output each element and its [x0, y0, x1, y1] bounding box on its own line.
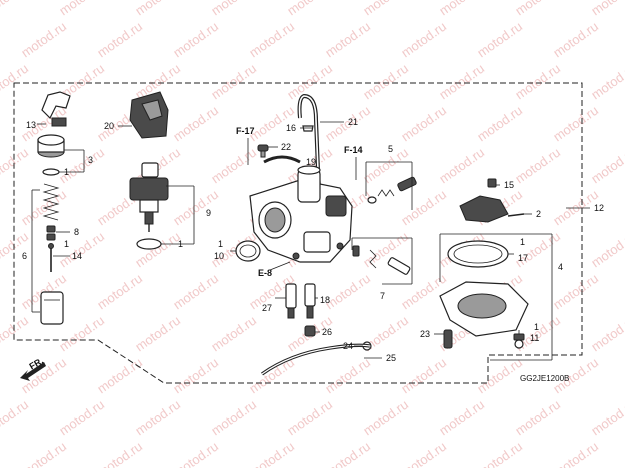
throttle-valve-6	[40, 291, 64, 325]
part-label-20: 20	[104, 121, 114, 131]
front-direction-arrow: FR.	[20, 356, 46, 381]
section-ref-f14: F-14	[344, 145, 363, 155]
top-cap-3	[37, 134, 65, 158]
part-label-3: 3	[88, 155, 93, 165]
part-label-21: 21	[348, 117, 358, 127]
part-label-1-carb: 1	[218, 239, 223, 249]
jet-needle-14	[48, 243, 54, 272]
tube-21	[297, 93, 322, 211]
part-label-12: 12	[594, 203, 604, 213]
part-label-16: 16	[286, 123, 296, 133]
part-label-1-bottom: 1	[534, 322, 539, 332]
part-label-23: 23	[420, 329, 430, 339]
diagram-code: GG2JE1200B	[520, 374, 569, 383]
part-label-8: 8	[74, 227, 79, 237]
plug-18	[304, 283, 316, 319]
idle-screw-7	[352, 245, 411, 275]
section-refs: F-17 F-14 E-8	[236, 126, 363, 278]
part-label-7: 7	[380, 291, 385, 301]
part-label-1-left: 1	[64, 167, 69, 177]
bolt-23	[443, 329, 453, 349]
part-label-4: 4	[558, 262, 563, 272]
part-label-25: 25	[386, 353, 396, 363]
part-label-24: 24	[343, 341, 353, 351]
part-label-18: 18	[320, 295, 330, 305]
o-ring-1-mid	[136, 238, 162, 250]
float-chamber-4	[439, 281, 529, 337]
drain-tube-25	[261, 343, 371, 376]
part-label-2: 2	[536, 209, 541, 219]
choke-assembly-9	[129, 162, 169, 232]
part-label-6: 6	[22, 251, 27, 261]
part-label-22: 22	[281, 142, 291, 152]
section-ref-e8: E-8	[258, 268, 272, 278]
section-ref-f17: F-17	[236, 126, 255, 136]
screw-26	[304, 325, 316, 337]
clip-16	[302, 125, 314, 132]
clip-8	[46, 225, 56, 241]
clamp-19	[263, 155, 301, 164]
fitting-27	[285, 283, 297, 319]
float-2	[459, 195, 525, 223]
leader-lines	[31, 121, 590, 361]
front-direction-label: FR.	[28, 356, 46, 372]
front-arrow-icon	[20, 362, 46, 381]
gasket-17	[447, 240, 509, 268]
part-label-1-right: 1	[520, 237, 525, 247]
part-label-1-left-b: 1	[64, 239, 69, 249]
part-labels: 13 3 1 6 8 1 14 20 9 1 16 21 22 19 5 1 1…	[22, 117, 604, 363]
part-label-26: 26	[322, 327, 332, 337]
part-label-27: 27	[262, 303, 272, 313]
carburetor-body	[249, 165, 353, 263]
part-label-1-mid: 1	[178, 239, 183, 249]
part-label-15: 15	[504, 180, 514, 190]
part-label-5: 5	[388, 144, 393, 154]
part-label-17: 17	[518, 253, 528, 263]
part-label-9: 9	[206, 208, 211, 218]
screw-22	[257, 144, 269, 158]
cap-20	[129, 91, 169, 139]
o-ring-10	[235, 240, 261, 262]
part-label-11: 11	[530, 333, 539, 343]
part-label-19: 19	[306, 157, 316, 167]
part-label-14: 14	[72, 251, 82, 261]
part-label-13: 13	[26, 120, 36, 130]
hose-elbow-13	[41, 91, 71, 127]
washer-1-left	[42, 168, 60, 176]
air-screw-5	[367, 176, 417, 204]
bolt-15	[487, 178, 497, 188]
drain-screw-11	[513, 333, 525, 349]
assembly-boundary	[13, 82, 583, 384]
spring-6	[42, 183, 60, 221]
part-label-10: 10	[214, 251, 224, 261]
